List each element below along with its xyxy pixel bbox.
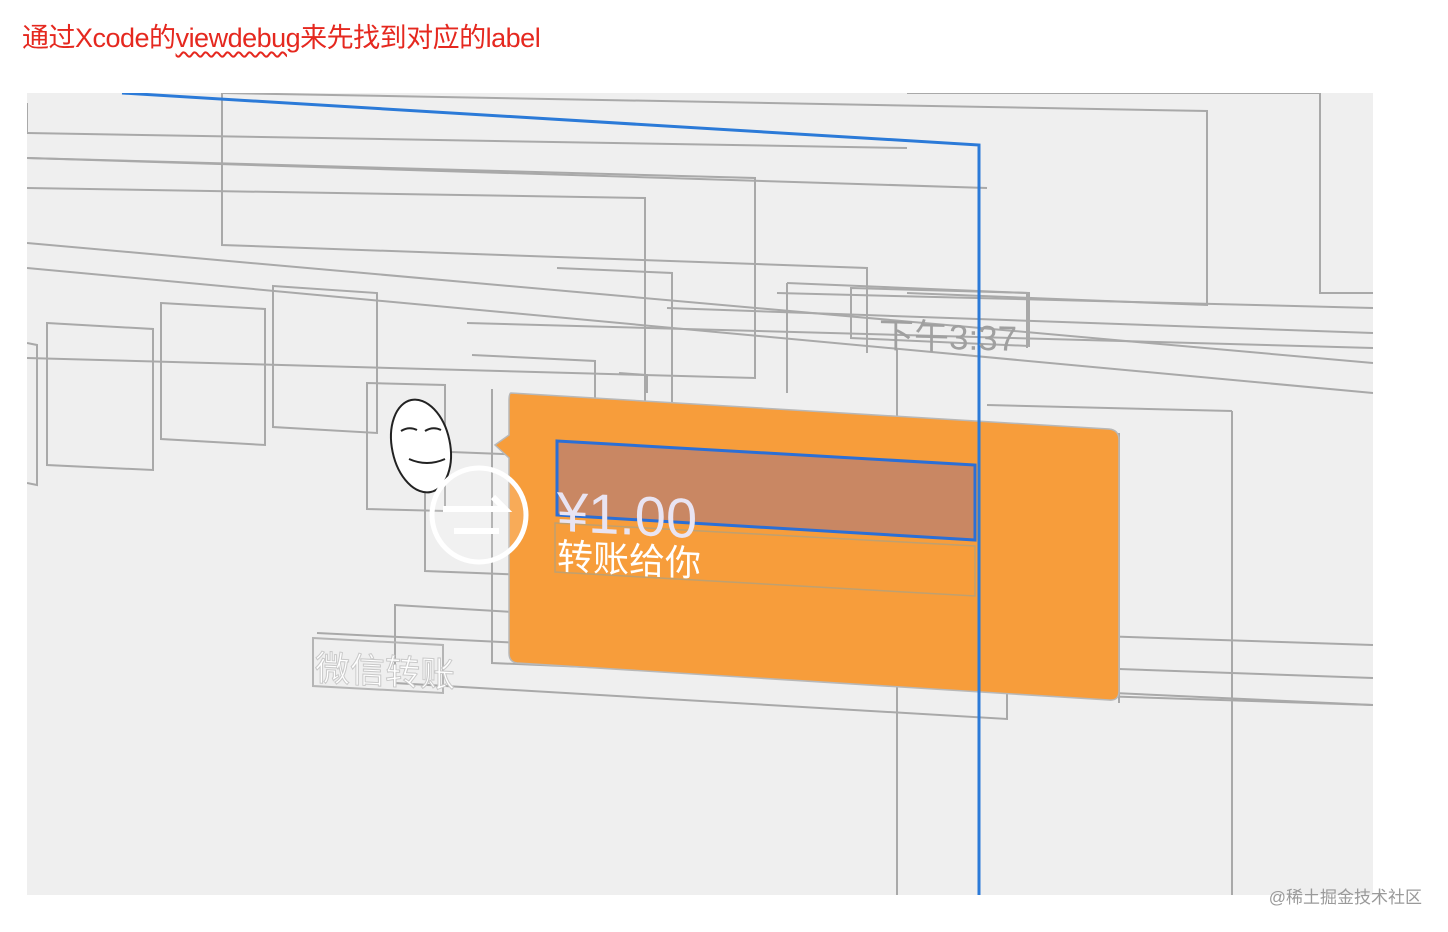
view-debugger-canvas[interactable]: 下午3:37 ¥1.00 转账给你 微信转账	[27, 93, 1373, 895]
layer-edge	[986, 404, 1233, 412]
footer-label: 微信转账	[315, 648, 455, 696]
caption-suffix: 来先找到对应的label	[300, 23, 541, 53]
subtitle-label: 转账给你	[557, 537, 701, 586]
caption-underlined-term: viewdebug	[175, 23, 301, 53]
layer-rect	[27, 157, 756, 380]
layer-rect	[1319, 93, 1373, 294]
footer-label-frame[interactable]	[312, 636, 444, 695]
layer-rect	[618, 372, 648, 393]
layer-rect	[272, 284, 378, 435]
layer-rect	[556, 267, 673, 423]
layer-line	[666, 307, 1373, 334]
caption: 通过Xcode的viewdebug来先找到对应的label	[22, 16, 541, 55]
caption-prefix: 通过Xcode的	[22, 23, 176, 53]
layer-rect	[160, 301, 266, 447]
status-time: 下午3:37	[879, 316, 1017, 359]
layer-line	[27, 267, 1373, 394]
site-watermark: @稀土掘金技术社区	[1268, 888, 1422, 907]
avatar	[389, 398, 453, 494]
subtitle-label-frame[interactable]	[554, 522, 976, 597]
layer-rect	[221, 93, 868, 353]
selection-boundary	[121, 93, 981, 895]
layer-rect	[46, 321, 154, 472]
transfer-arrow-icon	[429, 465, 529, 565]
layer-line	[466, 322, 1373, 349]
layer-line	[27, 132, 908, 149]
amount-label-selection[interactable]	[555, 439, 977, 542]
view-hierarchy-3d[interactable]: 下午3:37 ¥1.00 转账给你 微信转账	[27, 93, 1373, 895]
layer-rect	[27, 342, 38, 487]
layer-line	[27, 242, 1373, 364]
amount-label: ¥1.00	[556, 480, 697, 550]
layer-rect	[27, 187, 646, 403]
status-time-frame	[850, 286, 1030, 348]
